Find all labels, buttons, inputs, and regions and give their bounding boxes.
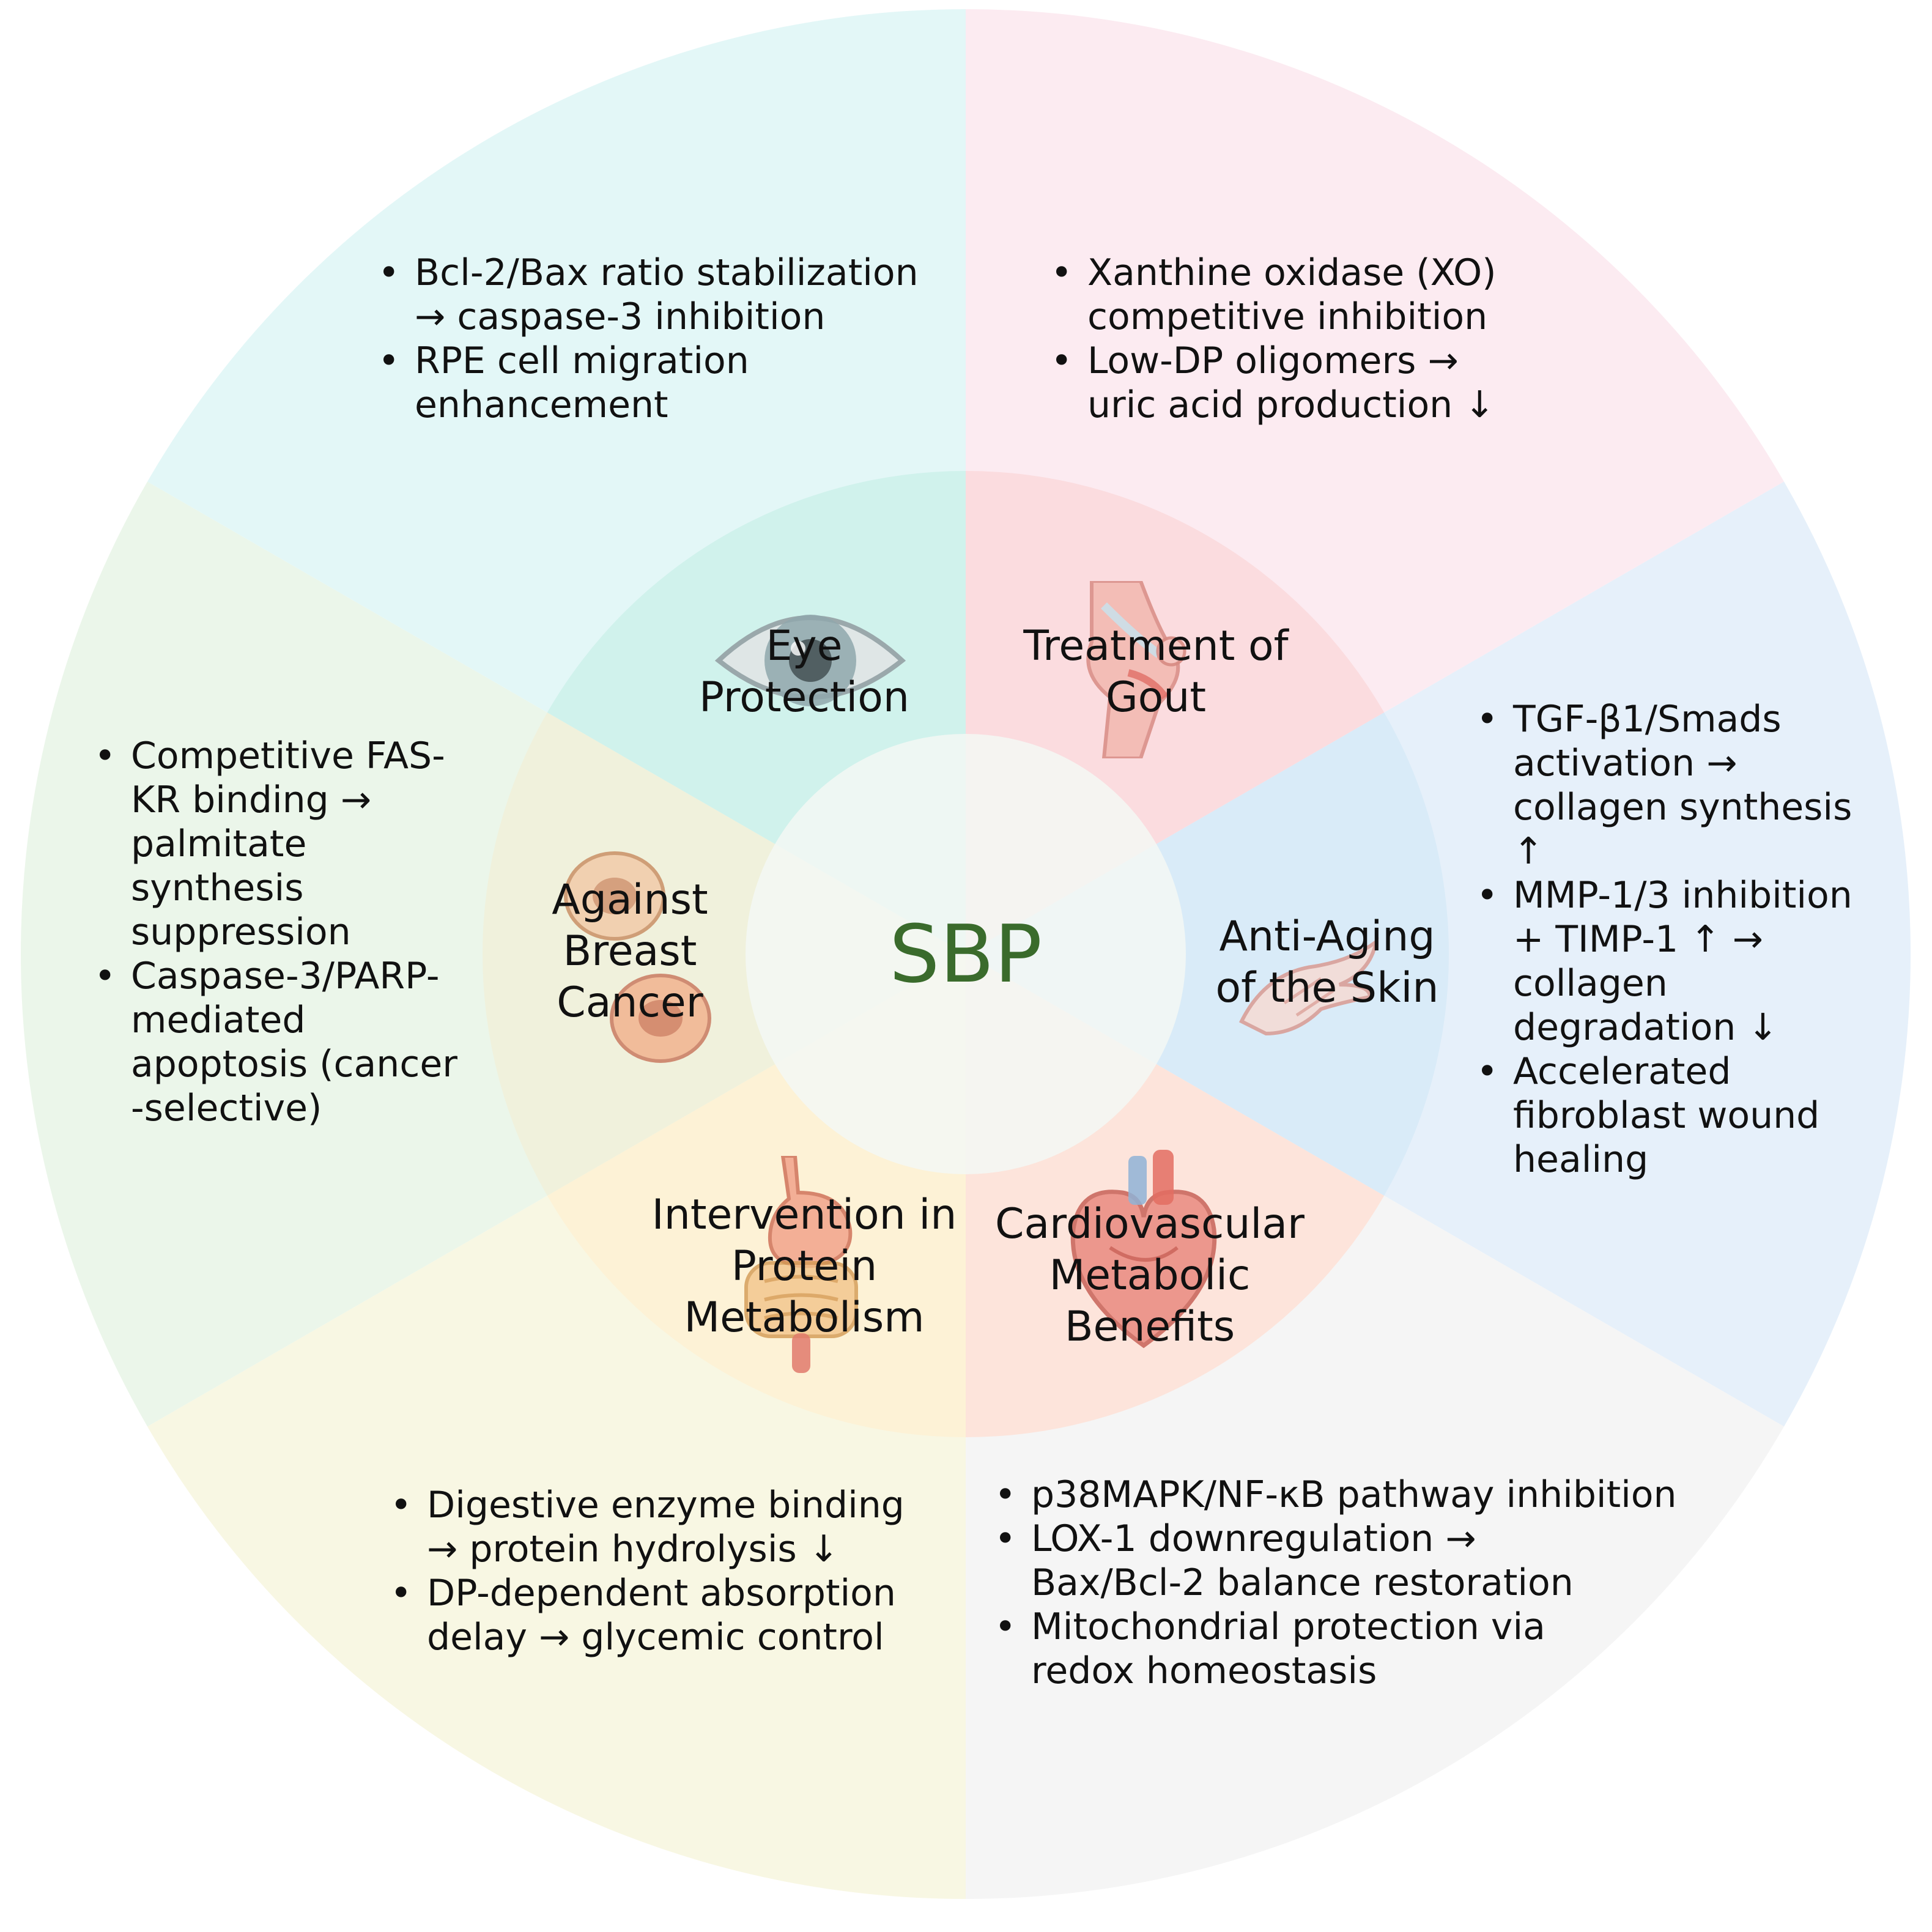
bullet-item: Mitochondrial protection via redox homeo… — [991, 1605, 1677, 1693]
bullet-item: Low-DP oligomers → uric acid production … — [1047, 339, 1497, 427]
heart-icon — [1070, 1150, 1217, 1349]
sector-title-cardiovascular-metabolic-benefits: Cardiovascular Metabolic Benefits — [995, 1200, 1305, 1351]
eye-icon — [714, 615, 906, 706]
digestive-system-icon — [744, 1156, 858, 1373]
bullet-item: Caspase-3/PARP- mediated apoptosis (canc… — [91, 954, 457, 1130]
bullets-intervention-in-protein-metabolism: Digestive enzyme binding → protein hydro… — [387, 1483, 905, 1659]
sector-title-intervention-in-protein-metabolism: Intervention in Protein Metabolism — [651, 1191, 957, 1342]
cancer-cell-icon — [564, 851, 711, 1063]
bullet-item: Digestive enzyme binding → protein hydro… — [387, 1483, 905, 1571]
bullets-cardiovascular-metabolic-benefits: p38MAPK/NF-κB pathway inhibition LOX-1 d… — [991, 1473, 1677, 1693]
bullet-item: RPE cell migration enhancement — [374, 339, 919, 427]
bullet-item: Accelerated fibroblast wound healing — [1473, 1049, 1852, 1182]
bullets-treatment-of-gout: Xanthine oxidase (XO) competitive inhibi… — [1047, 251, 1497, 427]
bullets-eye-protection: Bcl-2/Bax ratio stabilization → caspase-… — [374, 251, 919, 427]
sector-title-against-breast-cancer: Against Breast Cancer — [552, 876, 708, 1027]
bullet-item: Competitive FAS- KR binding → palmitate … — [91, 734, 457, 954]
bullets-against-breast-cancer: Competitive FAS- KR binding → palmitate … — [91, 734, 457, 1130]
sector-title-anti-aging-of-the-skin: Anti-Aging of the Skin — [1215, 912, 1439, 1012]
knee-joint-icon — [1086, 581, 1186, 758]
bullet-item: Xanthine oxidase (XO) competitive inhibi… — [1047, 251, 1497, 339]
bullet-item: DP-dependent absorption delay → glycemic… — [387, 1571, 905, 1659]
bullet-item: MMP-1/3 inhibition + TIMP-1 ↑ → collagen… — [1473, 873, 1852, 1049]
sector-title-eye-protection: Eye Protection — [698, 622, 910, 722]
bullets-anti-aging-of-the-skin: TGF-β1/Smads activation → collagen synth… — [1473, 697, 1852, 1182]
center-disc — [746, 734, 1186, 1174]
middle-sector-anti-aging-of-the-skin — [966, 712, 1449, 1196]
bullet-item: Bcl-2/Bax ratio stabilization → caspase-… — [374, 251, 919, 339]
bullet-item: p38MAPK/NF-κB pathway inhibition — [991, 1473, 1677, 1517]
middle-sector-against-breast-cancer — [483, 712, 966, 1196]
bullet-item: LOX-1 downregulation → Bax/Bcl-2 balance… — [991, 1517, 1677, 1605]
hand-icon — [1238, 937, 1379, 1036]
bullet-item: TGF-β1/Smads activation → collagen synth… — [1473, 697, 1852, 873]
center-label: SBP — [889, 908, 1043, 1001]
sector-title-treatment-of-gout: Treatment of Gout — [1023, 622, 1289, 722]
